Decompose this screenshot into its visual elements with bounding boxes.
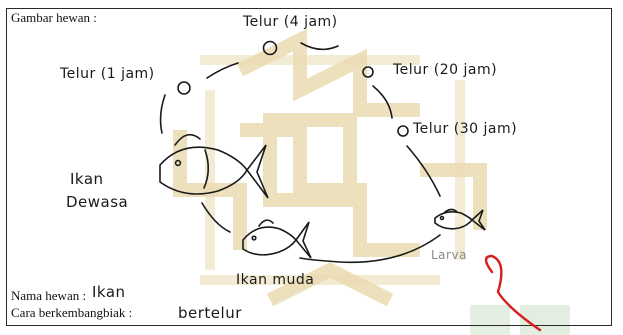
label-cara-berkembangbiak: Cara berkembangbiak : [11, 305, 132, 321]
egg-left [178, 82, 190, 94]
label-egg-right: Telur (20 jam) [393, 62, 497, 78]
label-adult-line2: Dewasa [66, 193, 128, 211]
arc-top-right [301, 43, 338, 49]
label-egg-right-lower: Telur (30 jam) [413, 121, 517, 137]
egg-right-lower [398, 126, 408, 136]
arc-left-top [207, 63, 238, 78]
egg-top [264, 42, 277, 55]
arc-right-down [373, 86, 392, 118]
label-young-fish: Ikan muda [236, 272, 314, 288]
egg-right [363, 67, 373, 77]
label-gambar-hewan: Gambar hewan : [11, 10, 97, 26]
answer-nama-hewan: Ikan [92, 283, 126, 301]
arc-adult-young [202, 203, 230, 232]
label-nama-hewan: Nama hewan : [11, 288, 86, 304]
label-egg-left: Telur (1 jam) [60, 66, 155, 82]
arc-larva-young [300, 235, 440, 262]
young-fish-icon [243, 220, 311, 258]
label-egg-top: Telur (4 jam) [243, 14, 338, 30]
label-adult-line1: Ikan [70, 170, 104, 188]
adult-fish-icon [160, 135, 268, 198]
arc-rightlower-larva [407, 146, 440, 196]
arc-left-down [161, 95, 165, 133]
grader-check-mark [486, 256, 540, 330]
larva-fish-icon [435, 210, 485, 231]
answer-cara-berkembangbiak: bertelur [178, 304, 242, 322]
label-larva: Larva [431, 248, 467, 262]
